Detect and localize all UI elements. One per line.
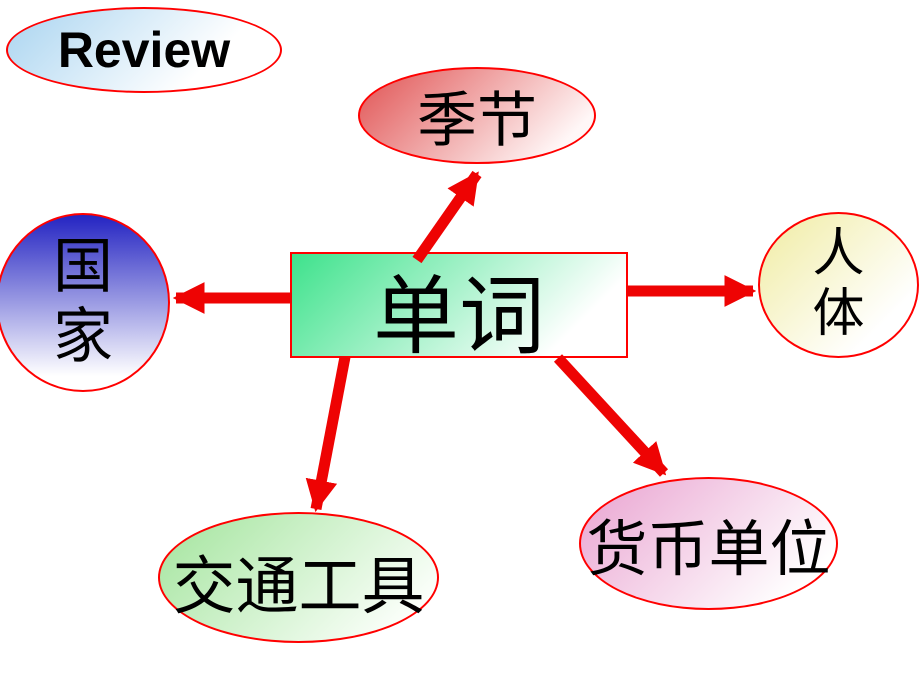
transport-label: 交通工具 bbox=[172, 552, 425, 622]
center-topic-label: 单词 bbox=[373, 268, 545, 365]
seasons-label: 季节 bbox=[417, 88, 537, 154]
seasons-bubble: 季节 bbox=[358, 67, 596, 164]
currency-label: 货币单位 bbox=[586, 517, 831, 584]
human-body-bubble: 人体 bbox=[758, 212, 919, 358]
review-label: Review bbox=[57, 22, 231, 78]
review-bubble: Review bbox=[6, 7, 282, 93]
center-topic-box: 单词 bbox=[290, 252, 628, 365]
transport-bubble: 交通工具 bbox=[158, 512, 439, 643]
countries-label: 国家 bbox=[53, 233, 113, 370]
arrow-to-transport-icon bbox=[305, 355, 351, 513]
currency-bubble: 货币单位 bbox=[579, 477, 838, 610]
human-body-label: 人体 bbox=[812, 225, 865, 343]
countries-bubble: 国家 bbox=[0, 213, 170, 392]
arrow-to-currency-icon bbox=[553, 354, 669, 477]
